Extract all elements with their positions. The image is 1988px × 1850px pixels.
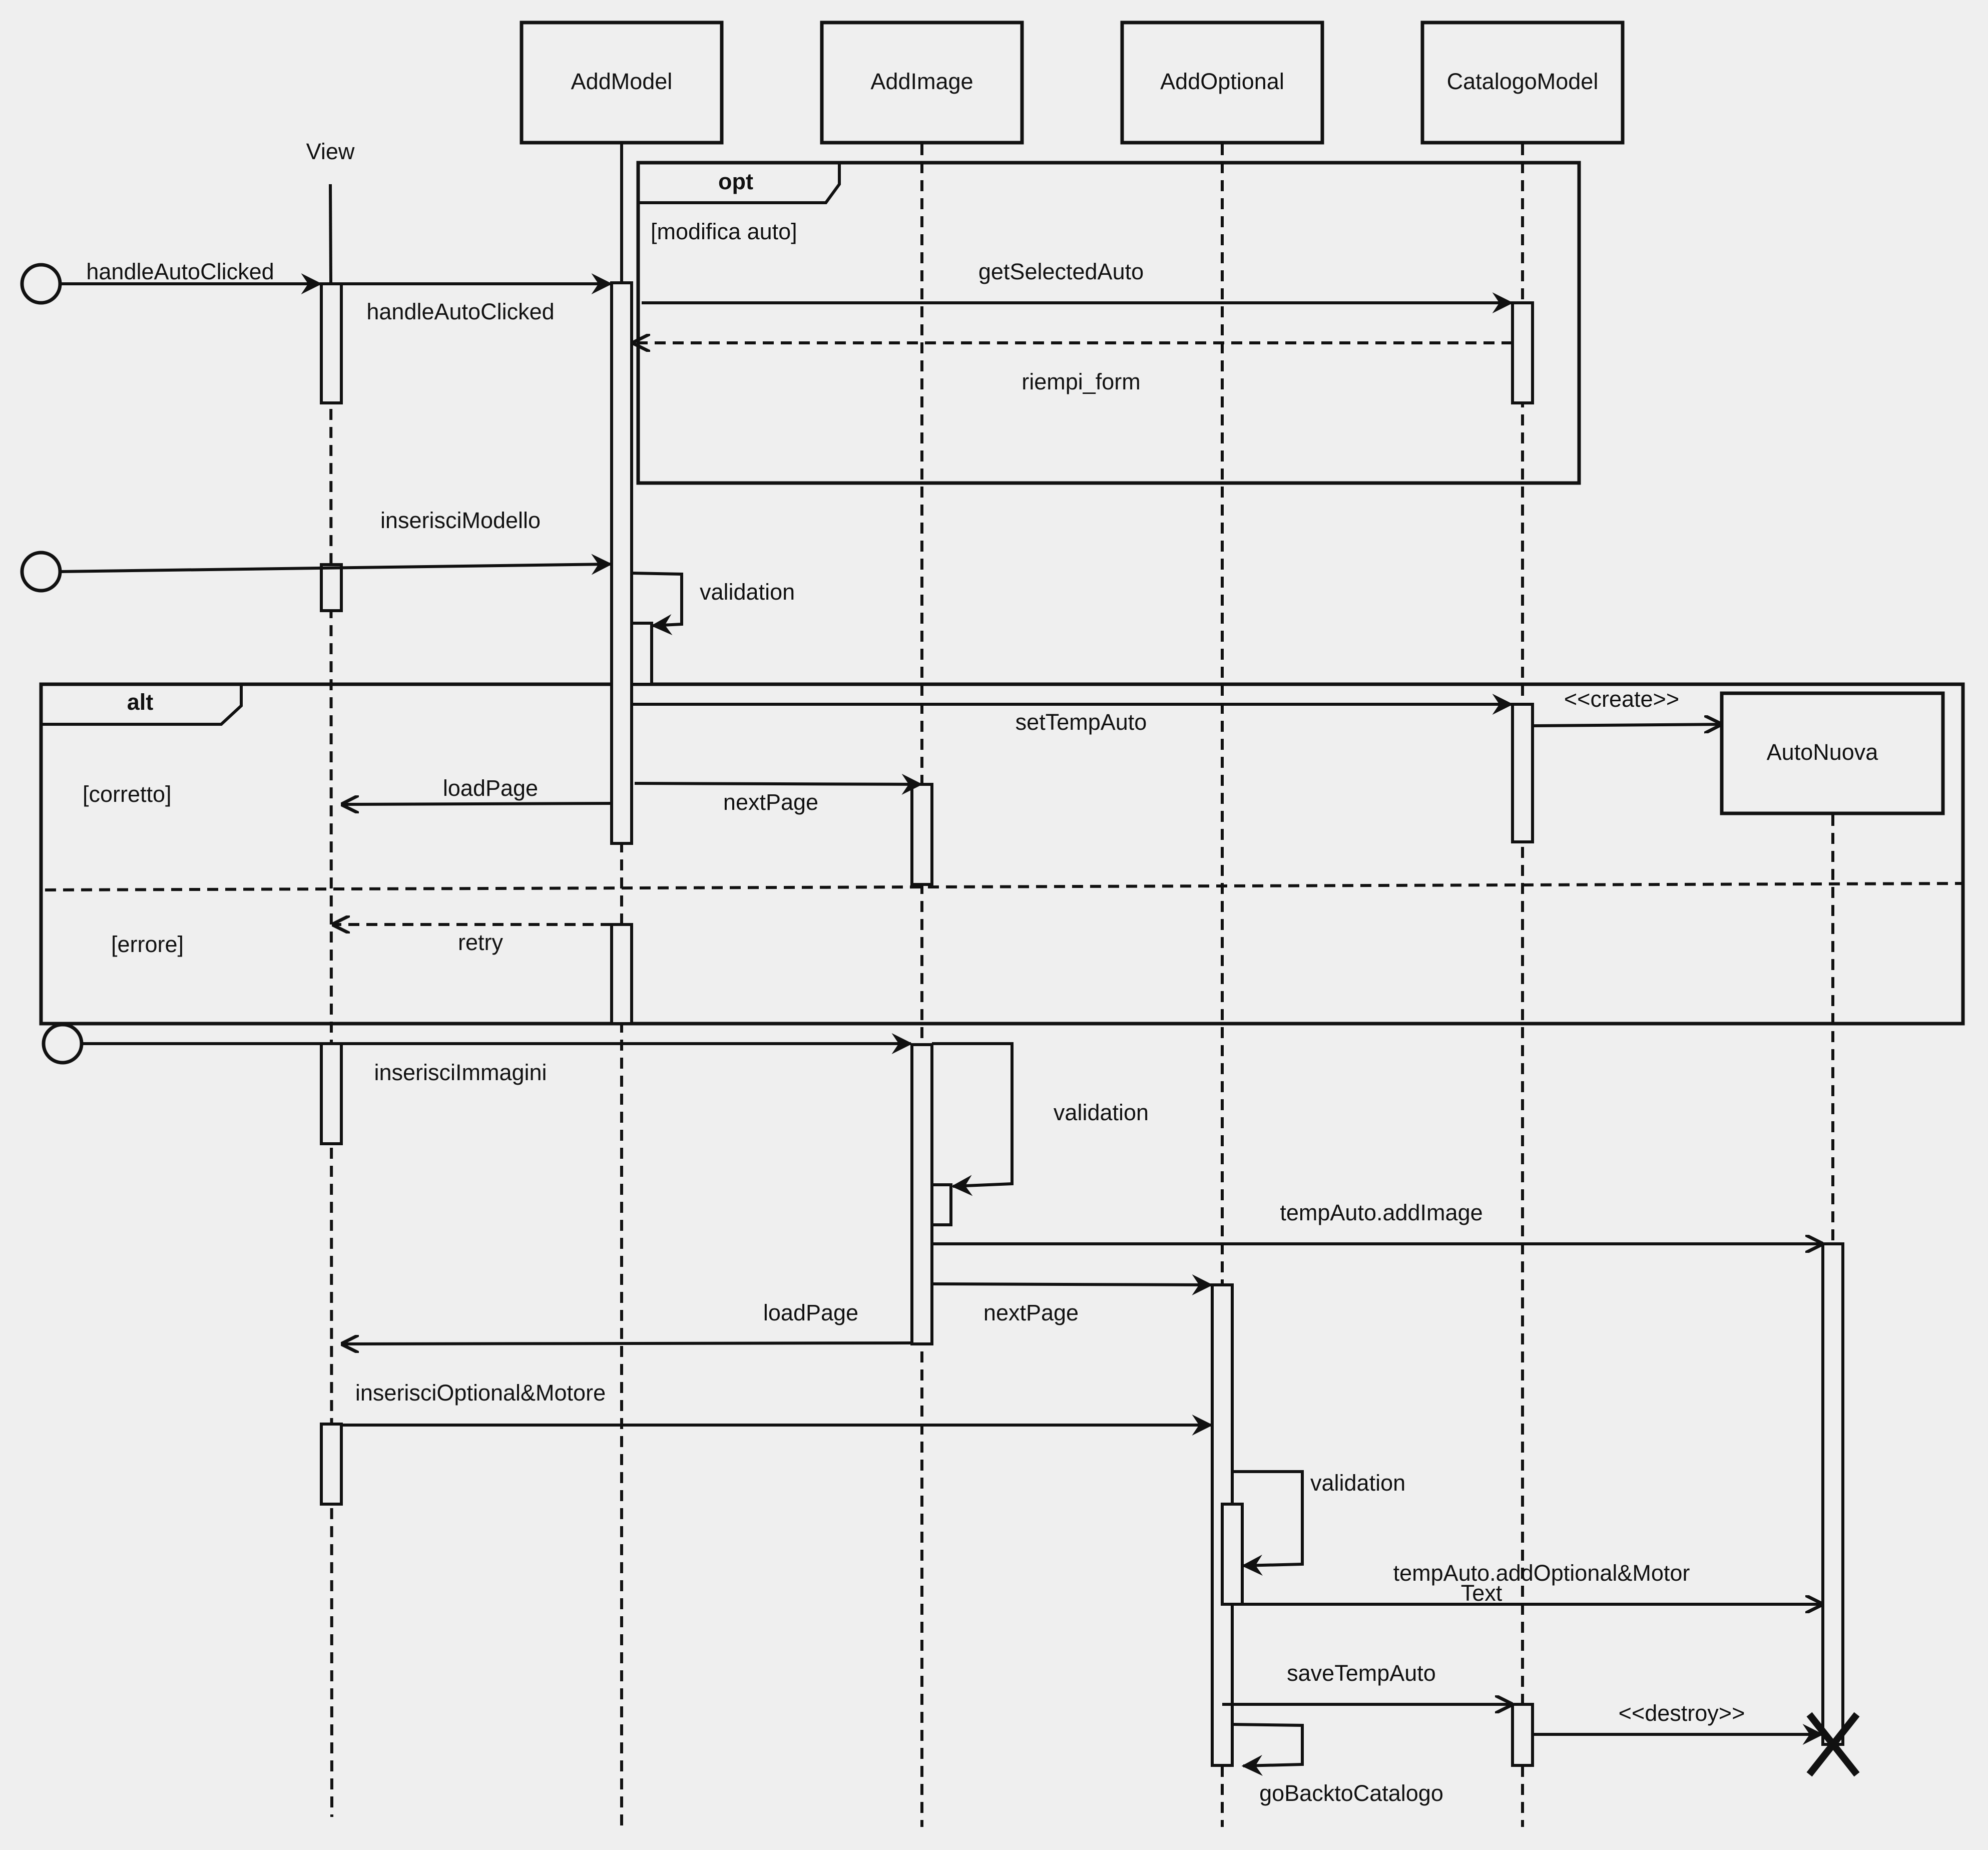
alt-guard-errore: [errore]	[111, 932, 184, 957]
message-label-destroy: <<destroy>>	[1619, 1700, 1745, 1726]
lifeline-head-add-optional: AddOptional	[1120, 21, 1324, 145]
message-create	[1532, 724, 1721, 726]
alt-separator	[45, 882, 1962, 891]
lifeline-label-add-optional: AddOptional	[1160, 69, 1284, 94]
message-label-inserisci-optional-motore: inserisciOptional&Motore	[355, 1380, 606, 1406]
activation-view-4	[320, 1423, 343, 1506]
message-label-go-back-to-catalogo: goBacktoCatalogo	[1259, 1780, 1443, 1806]
opt-guard: [modifica auto]	[651, 219, 797, 244]
alt-operator: alt	[127, 689, 154, 715]
activation-add-model-1	[610, 281, 633, 845]
activation-add-image-1	[910, 783, 933, 886]
message-label-validation-2: validation	[1054, 1100, 1149, 1125]
activation-catalogo-model-2	[1511, 703, 1534, 843]
message-validation-2	[932, 1042, 1014, 1196]
lifeline-head-catalogo-model: CatalogoModel	[1420, 21, 1625, 145]
message-label-handle-auto-clicked-in: handleAutoClicked	[86, 259, 274, 284]
activation-view-2	[320, 563, 343, 612]
activation-view-1	[320, 282, 343, 404]
message-next-page-2	[931, 1274, 1213, 1295]
message-validation-3	[1232, 1470, 1304, 1576]
message-label-temp-auto-add-image: tempAuto.addImage	[1280, 1200, 1482, 1225]
message-label-inserisci-modello: inserisciModello	[380, 508, 541, 533]
message-label-retry: retry	[458, 930, 504, 955]
activation-catalogo-model-3	[1511, 1703, 1534, 1767]
lifeline-label-catalogo-model: CatalogoModel	[1447, 69, 1599, 94]
message-load-page-2	[342, 1343, 912, 1344]
lifeline-label-view: View	[306, 139, 355, 164]
activation-catalogo-model-1	[1511, 301, 1534, 404]
found-message-circle-3	[42, 1023, 84, 1065]
message-label-validation-1: validation	[700, 579, 795, 605]
message-next-page-1	[634, 773, 923, 795]
message-label-temp-auto-add-optional-line2: Text	[1461, 1580, 1503, 1606]
message-label-next-page-2: nextPage	[983, 1300, 1079, 1325]
activation-add-optional-validation	[1221, 1503, 1244, 1606]
opt-operator: opt	[718, 169, 753, 194]
found-message-circle-2	[20, 551, 62, 593]
lifeline-head-add-model: AddModel	[520, 21, 724, 145]
message-inserisci-modello	[60, 554, 613, 575]
lifeline-label-add-image: AddImage	[870, 69, 973, 94]
activation-add-image-2	[910, 1043, 933, 1345]
lifeline-label-add-model: AddModel	[571, 69, 673, 94]
message-label-load-page-1: loadPage	[443, 775, 538, 801]
message-load-page-1	[342, 803, 612, 804]
message-label-next-page-1: nextPage	[723, 789, 818, 815]
found-message-circle-1	[20, 263, 62, 305]
message-validation-1	[631, 572, 683, 635]
lifeline-label-auto-nuova: AutoNuova	[1767, 739, 1879, 765]
lifeline-view-top	[329, 184, 332, 283]
activation-add-model-validation	[630, 622, 653, 686]
destroy-icon	[1806, 1712, 1860, 1777]
activation-auto-nuova	[1821, 1242, 1844, 1746]
opt-fragment: opt [modifica auto]	[636, 161, 1581, 485]
message-label-set-temp-auto: setTempAuto	[1016, 709, 1147, 735]
alt-fragment: alt [corretto] [errore]	[39, 682, 1965, 1026]
message-label-inserisci-immagini: inserisciImmagini	[374, 1060, 547, 1085]
activation-add-model-2	[610, 923, 633, 1025]
message-label-handle-auto-clicked: handleAutoClicked	[366, 299, 554, 324]
message-label-load-page-2: loadPage	[763, 1300, 858, 1325]
message-label-save-temp-auto: saveTempAuto	[1287, 1660, 1436, 1686]
alt-guard-corretto: [corretto]	[83, 781, 172, 807]
message-label-temp-auto-add-optional-line1: tempAuto.addOptional&Motor	[1393, 1560, 1690, 1586]
lifeline-head-add-image: AddImage	[820, 21, 1024, 145]
message-go-back-to-catalogo	[1232, 1723, 1304, 1776]
message-label-create: <<create>>	[1564, 686, 1679, 712]
message-label-validation-3: validation	[1310, 1470, 1405, 1496]
message-label-riempi-form: riempi_form	[1022, 369, 1141, 394]
message-label-get-selected-auto: getSelectedAuto	[978, 259, 1144, 284]
activation-add-image-validation	[930, 1183, 952, 1226]
activation-view-3	[320, 1042, 343, 1145]
lifeline-head-auto-nuova: AutoNuova	[1720, 691, 1945, 815]
